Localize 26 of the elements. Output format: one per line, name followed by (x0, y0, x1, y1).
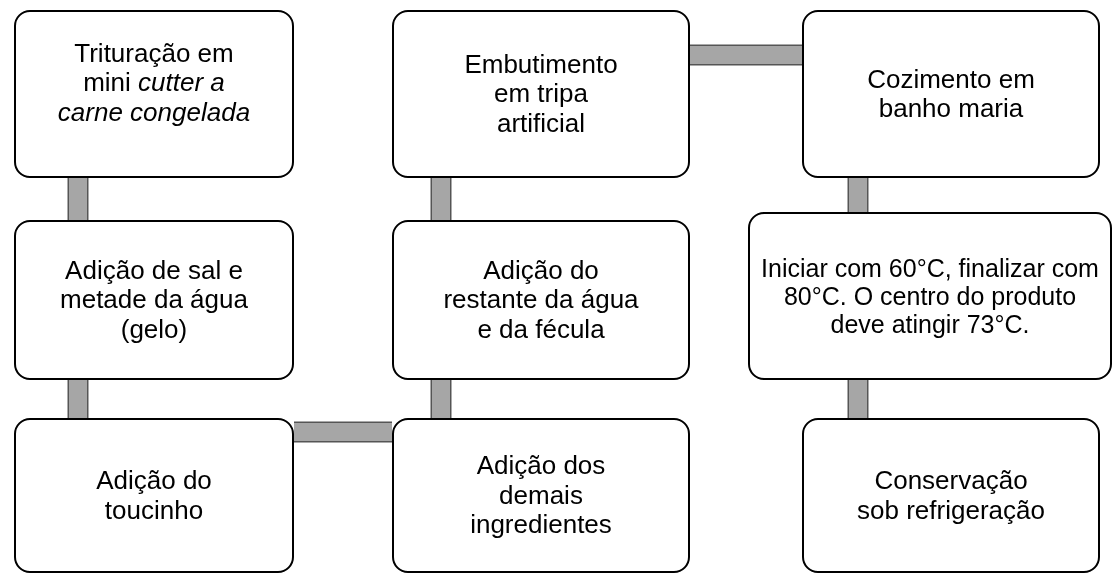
connector-bar (67, 178, 89, 220)
process-box (14, 220, 294, 380)
process-box (802, 418, 1100, 573)
process-box (802, 10, 1100, 178)
step-text: Adição do restante da água e da fécula (442, 255, 640, 345)
step-text: Adição de sal e metade da água (gelo) (59, 255, 249, 345)
step-text: Cozimento em banho maria (866, 64, 1036, 124)
step-text: Embutimento em tripa artificial (463, 49, 619, 139)
process-box (392, 10, 690, 178)
connector-bar (847, 178, 869, 212)
connector-bar (847, 380, 869, 418)
connector-bar (67, 380, 89, 418)
step-text: Adição dos demais ingredientes (469, 451, 613, 540)
process-box (748, 212, 1112, 380)
process-box (14, 418, 294, 573)
process-box (392, 220, 690, 380)
connector-bar (430, 380, 452, 418)
step-text: Trituração em mini cutter a carne congelada (56, 38, 252, 128)
step-text: Adição do toucinho (95, 466, 213, 525)
connector-bar (690, 44, 802, 66)
process-box (392, 418, 690, 573)
step-text: Iniciar com 60°C, finalizar com 80°C. O centro do produto deve atingir 73°C. (760, 253, 1100, 339)
connector-bar (430, 178, 452, 220)
connector-bar (294, 421, 392, 443)
step-text: Conservação sob refrigeração (856, 466, 1046, 525)
process-box (14, 10, 294, 178)
